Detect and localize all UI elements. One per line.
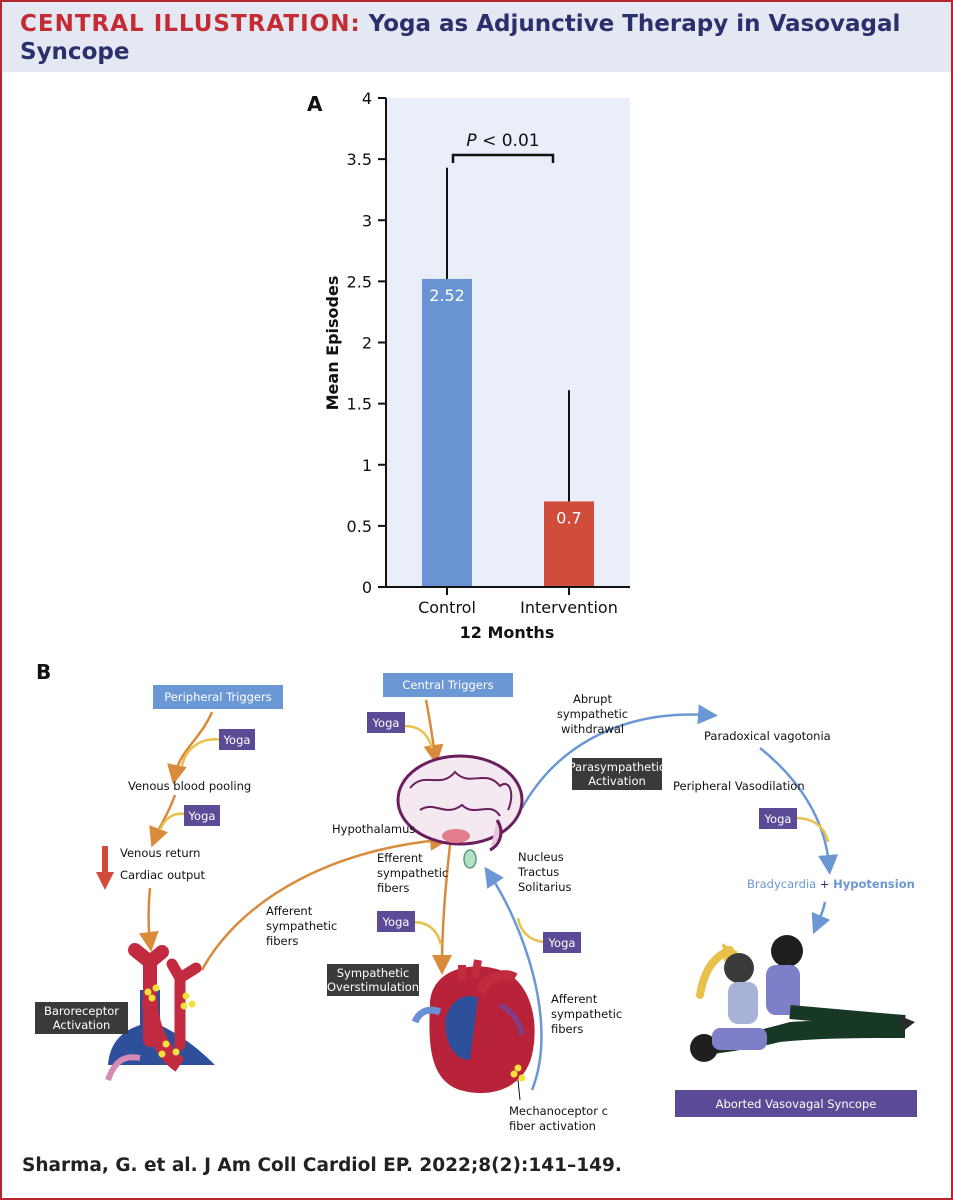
patients-illustration xyxy=(690,935,915,1062)
mechanoceptor-label: Mechanoceptor c fiber activation xyxy=(509,1104,608,1133)
p-bracket-line xyxy=(451,153,555,163)
arrow-yoga-to-heart xyxy=(412,920,443,946)
peripheral-vasodilation-label: Peripheral Vasodilation xyxy=(673,779,805,793)
cardiac-output-label: Cardiac output xyxy=(120,868,206,882)
arrow-efferent-to-heart xyxy=(432,844,453,975)
arrow-yoga-to-bradycardia xyxy=(794,816,830,843)
bradycardia-hypotension-label: Bradycardia + Hypotension xyxy=(747,877,915,892)
hypotension-text: Hypotension xyxy=(833,877,915,891)
nts-label: Nucleus Tractus Solitarius xyxy=(518,850,572,894)
x-axis-title: 12 Months xyxy=(460,623,555,642)
panel-a-letter: A xyxy=(307,92,323,116)
arrow-afferent-to-hypothalamus xyxy=(200,830,450,971)
paradoxical-vagotonia-label: Paradoxical vagotonia xyxy=(704,729,831,743)
venous-return-label: Venous return xyxy=(120,846,201,860)
bar-value-label: 0.7 xyxy=(556,508,581,527)
afferent-fibers-label-1: Afferent sympathetic fibers xyxy=(266,904,338,948)
y-tick-label: 2 xyxy=(362,334,372,353)
central-triggers-box: Central Triggers xyxy=(383,673,513,697)
hypothalamus-label: Hypothalamus xyxy=(332,822,416,836)
baroreceptor-box: Baroreceptor Activation xyxy=(35,1002,128,1034)
arrow-bradycardia-to-patient xyxy=(811,901,831,935)
bar-chart: 0 0.5 1 1.5 2 2.5 3 3.5 4 2.52 0.7 P < 0.01 Contr… xyxy=(323,89,630,642)
panel-b-letter: B xyxy=(36,660,52,684)
yoga-badge-5: Yoga xyxy=(543,932,581,953)
baroreceptor-illustration xyxy=(105,943,215,1082)
bars: 2.52 0.7 xyxy=(422,167,594,587)
y-tick-label: 2.5 xyxy=(347,272,372,291)
arrow-peripheral-to-pooling xyxy=(167,711,214,785)
heart-illustration xyxy=(411,959,535,1101)
x-axis: Control Intervention xyxy=(386,586,630,617)
yoga-badge-1: Yoga xyxy=(219,729,255,750)
yoga-badge-4: Yoga xyxy=(377,911,415,932)
arrow-pooling-to-return xyxy=(149,794,177,848)
y-tick-label: 3.5 xyxy=(347,150,372,169)
bar-value-label: 2.52 xyxy=(429,286,465,305)
figure-title: CENTRAL ILLUSTRATION: Yoga as Adjunctive… xyxy=(20,10,920,66)
arrow-output-to-baroreceptor xyxy=(138,887,159,952)
aborted-syncope-box: Aborted Vasovagal Syncope xyxy=(675,1090,917,1117)
y-tick-label: 3 xyxy=(362,211,372,230)
y-axis: 0 0.5 1 1.5 2 2.5 3 3.5 4 xyxy=(347,89,387,597)
bar-intervention xyxy=(544,501,594,587)
y-tick-label: 0.5 xyxy=(347,517,372,536)
header: CENTRAL ILLUSTRATION: Yoga as Adjunctive… xyxy=(2,2,951,72)
citation: Sharma, G. et al. J Am Coll Cardiol EP. … xyxy=(22,1155,622,1176)
bar-control xyxy=(422,278,472,587)
y-axis-title: Mean Episodes xyxy=(323,276,342,411)
arrow-heart-to-nts xyxy=(484,866,543,1091)
arrow-yoga-to-brain xyxy=(404,724,434,749)
arrow-yoga-to-nts xyxy=(516,917,544,944)
p-value-label: P < 0.01 xyxy=(466,131,539,151)
plus-sign: + xyxy=(819,877,830,891)
x-tick-label: Intervention xyxy=(520,598,618,617)
y-tick-label: 1 xyxy=(362,456,372,475)
title-text: Yoga as Adjunctive Therapy in Vasovagal … xyxy=(20,11,901,65)
afferent-fibers-label-2: Afferent sympathetic fibers xyxy=(551,992,623,1036)
arrow-central-to-brain xyxy=(423,699,444,765)
arrow-yoga-to-return xyxy=(158,812,186,831)
mechanism-diagram xyxy=(96,699,915,1101)
x-tick-label: Control xyxy=(418,598,476,617)
venous-pooling-label: Venous blood pooling xyxy=(128,779,252,793)
yoga-badge-3: Yoga xyxy=(367,712,405,733)
title-lead: CENTRAL ILLUSTRATION: xyxy=(20,11,361,37)
brain-illustration xyxy=(396,754,524,869)
arrow-yoga-to-pooling xyxy=(180,738,223,767)
efferent-fibers-label: Efferent sympathetic fibers xyxy=(377,851,449,895)
arrow-paradoxical-to-bradycardia xyxy=(759,747,839,875)
red-down-arrowhead xyxy=(96,872,114,890)
arrow-brain-to-paradoxical xyxy=(520,704,718,809)
yoga-badge-6: Yoga xyxy=(759,808,797,829)
y-tick-label: 4 xyxy=(362,89,372,108)
bradycardia-text: Bradycardia xyxy=(747,877,817,891)
y-tick-label: 1.5 xyxy=(347,395,372,414)
parasympathetic-activation-box: Parasympathetic Activation xyxy=(568,758,666,790)
yoga-badge-2: Yoga xyxy=(184,805,220,826)
y-tick-label: 0 xyxy=(362,578,372,597)
peripheral-triggers-box: Peripheral Triggers xyxy=(153,685,283,709)
abrupt-withdrawal-label: Abrupt sympathetic withdrawal xyxy=(556,692,629,736)
p-value-bracket: P < 0.01 xyxy=(451,131,555,163)
sympathetic-overstimulation-box: Sympathetic Overstimulation xyxy=(326,964,420,996)
